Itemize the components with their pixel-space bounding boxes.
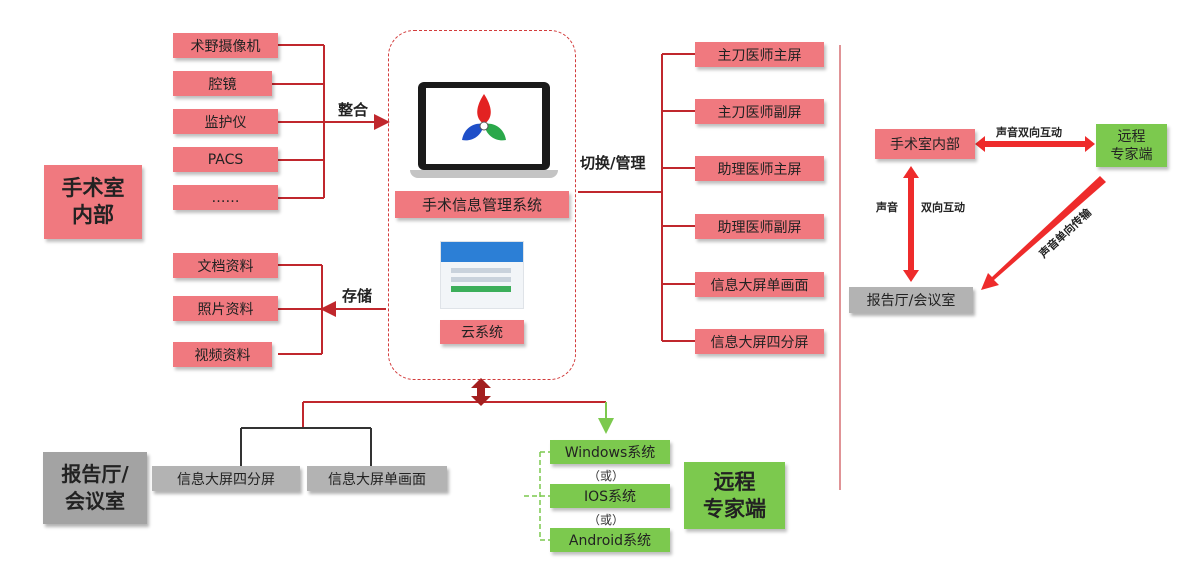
source-more: …… xyxy=(173,185,278,210)
switch-label: 切换/管理 xyxy=(580,154,646,172)
system-android: Android系统 xyxy=(550,528,670,552)
rd-or-room: 手术室内部 xyxy=(875,129,975,159)
storage-videos: 视频资料 xyxy=(173,342,272,367)
system-windows: Windows系统 xyxy=(550,440,670,464)
rd-expert: 远程 专家端 xyxy=(1096,124,1167,167)
cloud-screenshot xyxy=(440,241,524,309)
system-ios: IOS系统 xyxy=(550,484,670,508)
hall-title-line1: 报告厅/ xyxy=(61,462,129,486)
or-room-title: 手术室 内部 xyxy=(44,165,142,239)
integrate-label: 整合 xyxy=(338,101,369,119)
screen-lead-sub: 主刀医师副屏 xyxy=(695,99,824,124)
hall-screen-quad: 信息大屏四分屏 xyxy=(152,466,300,491)
hall-title-line2: 会议室 xyxy=(65,489,125,513)
or-room-title-line2: 内部 xyxy=(72,203,114,227)
screen-assist-sub: 助理医师副屏 xyxy=(695,214,824,239)
store-label: 存储 xyxy=(342,287,373,305)
expert-title-line1: 远程 xyxy=(713,469,756,494)
rd-arrow-left-label-2: 双向互动 xyxy=(921,201,965,214)
source-monitor: 监护仪 xyxy=(173,109,278,134)
source-endoscope: 腔镜 xyxy=(173,71,272,96)
cloud-label: 云系统 xyxy=(440,320,524,344)
or-label-2: （或） xyxy=(588,513,625,527)
hall-screen-single: 信息大屏单画面 xyxy=(307,466,447,491)
rd-expert-line1: 远程 xyxy=(1117,128,1146,145)
system-logo-icon xyxy=(462,94,506,141)
hub-container xyxy=(388,30,576,380)
laptop-icon xyxy=(410,82,558,182)
expert-title-line2: 专家端 xyxy=(703,496,766,521)
screen-lead-main: 主刀医师主屏 xyxy=(695,42,824,67)
source-pacs: PACS xyxy=(173,147,278,172)
source-camera: 术野摄像机 xyxy=(173,33,278,58)
storage-photos: 照片资料 xyxy=(173,296,278,321)
expert-title: 远程 专家端 xyxy=(684,462,785,529)
system-label: 手术信息管理系统 xyxy=(395,191,569,218)
or-room-title-line1: 手术室 xyxy=(61,176,125,200)
rd-hall: 报告厅/会议室 xyxy=(849,287,973,313)
rd-arrow-top-label: 声音双向互动 xyxy=(996,126,1062,139)
hall-title: 报告厅/ 会议室 xyxy=(43,452,147,524)
storage-documents: 文档资料 xyxy=(173,253,278,278)
screen-assist-main: 助理医师主屏 xyxy=(695,156,824,181)
rd-expert-line2: 专家端 xyxy=(1110,146,1153,163)
screen-bigscreen-quad: 信息大屏四分屏 xyxy=(695,329,824,354)
rd-arrow-left-label-1: 声音 xyxy=(876,201,898,214)
screen-bigscreen-single: 信息大屏单画面 xyxy=(695,272,824,297)
or-label-1: （或） xyxy=(588,469,625,483)
